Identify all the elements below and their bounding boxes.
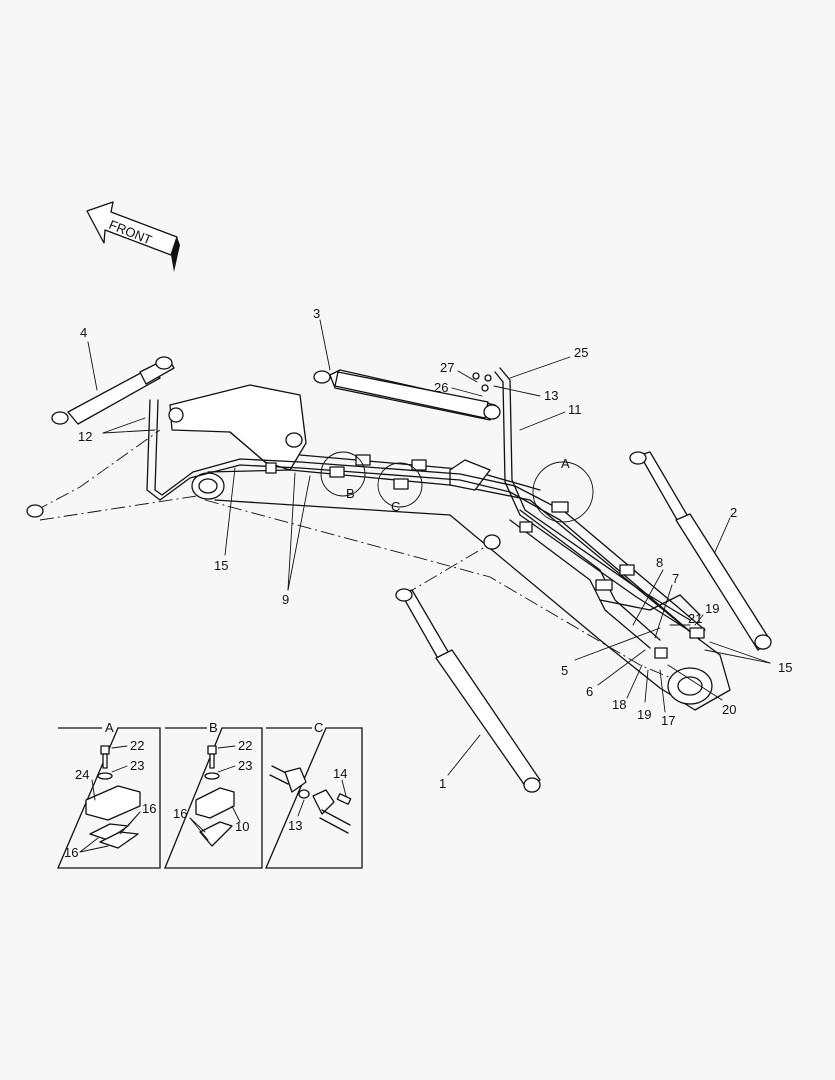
callout-7: 7: [672, 571, 679, 586]
callout-12: 12: [78, 429, 92, 444]
callout-11: 11: [568, 402, 582, 417]
panel-b-22: 22: [238, 738, 252, 753]
detail-circles: B C A: [320, 451, 594, 523]
callout-15-left: 15: [214, 558, 228, 573]
front-arrow-icon: FRONT: [86, 201, 180, 272]
panel-a-16-right: 16: [142, 801, 156, 816]
callout-20: 20: [722, 702, 736, 717]
detail-panel-a: A 22 23 24 16 16: [57, 720, 161, 869]
boom-structure: [168, 384, 731, 711]
fittings: [472, 372, 492, 392]
callout-4: 4: [80, 325, 87, 340]
callout-labels: 4 3 12 27 26 25 13 11 15 9 2 8 7 21 19 5…: [78, 306, 792, 791]
callout-19-bottom: 19: [637, 707, 651, 722]
panel-c-title: C: [314, 720, 323, 735]
tube-clamps: [265, 454, 705, 659]
marker-c: C: [391, 499, 400, 514]
panel-a-title: A: [105, 720, 114, 735]
cylinder-3: [313, 369, 501, 421]
panel-a-22: 22: [130, 738, 144, 753]
boom-foot-pin: [26, 472, 225, 518]
panel-b-23: 23: [238, 758, 252, 773]
callout-2: 2: [730, 505, 737, 520]
marker-b: B: [346, 486, 355, 501]
callout-21: 21: [688, 611, 702, 626]
callout-3: 3: [313, 306, 320, 321]
marker-a: A: [561, 456, 570, 471]
callout-19-right: 19: [705, 601, 719, 616]
panel-c-13: 13: [288, 818, 302, 833]
cylinder-1: [395, 588, 541, 793]
panel-c-14: 14: [333, 766, 347, 781]
callout-5: 5: [561, 663, 568, 678]
panel-b-10: 10: [235, 819, 249, 834]
panel-b-title: B: [209, 720, 218, 735]
panel-a-16-left: 16: [64, 845, 78, 860]
callout-9: 9: [282, 592, 289, 607]
panel-a-24: 24: [75, 767, 89, 782]
center-lines: [34, 429, 691, 687]
leader-lines: [87, 319, 771, 776]
callout-6: 6: [586, 684, 593, 699]
callout-8: 8: [656, 555, 663, 570]
cylinder-4: [51, 356, 175, 425]
callout-15-right: 15: [778, 660, 792, 675]
panel-b-16: 16: [173, 806, 187, 821]
callout-18: 18: [612, 697, 626, 712]
callout-13: 13: [544, 388, 558, 403]
detail-panel-c: C 14 13: [265, 720, 363, 869]
callout-27: 27: [440, 360, 454, 375]
detail-panel-b: B 22 23 16 10: [164, 720, 263, 869]
callout-25: 25: [574, 345, 588, 360]
cylinder-2: [629, 451, 772, 651]
panel-a-23: 23: [130, 758, 144, 773]
callout-17: 17: [661, 713, 675, 728]
callout-26: 26: [434, 380, 448, 395]
callout-1: 1: [439, 776, 446, 791]
